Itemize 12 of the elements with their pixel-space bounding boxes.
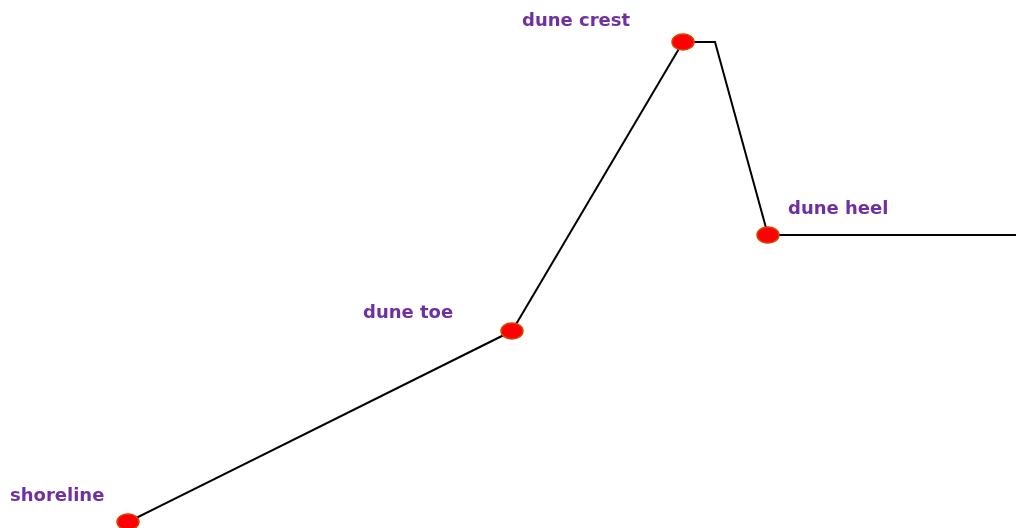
point-label: shoreline <box>10 484 105 506</box>
point-marker <box>756 226 780 244</box>
profile-line <box>136 334 504 519</box>
point-label: dune toe <box>363 301 454 323</box>
point-marker <box>500 322 524 340</box>
point-label: dune crest <box>522 9 631 31</box>
profile-line <box>515 48 680 325</box>
profile-line <box>693 41 767 229</box>
point-marker <box>671 33 695 51</box>
point-marker <box>116 513 140 528</box>
point-label: dune heel <box>788 197 889 219</box>
profile-line <box>778 234 1016 236</box>
